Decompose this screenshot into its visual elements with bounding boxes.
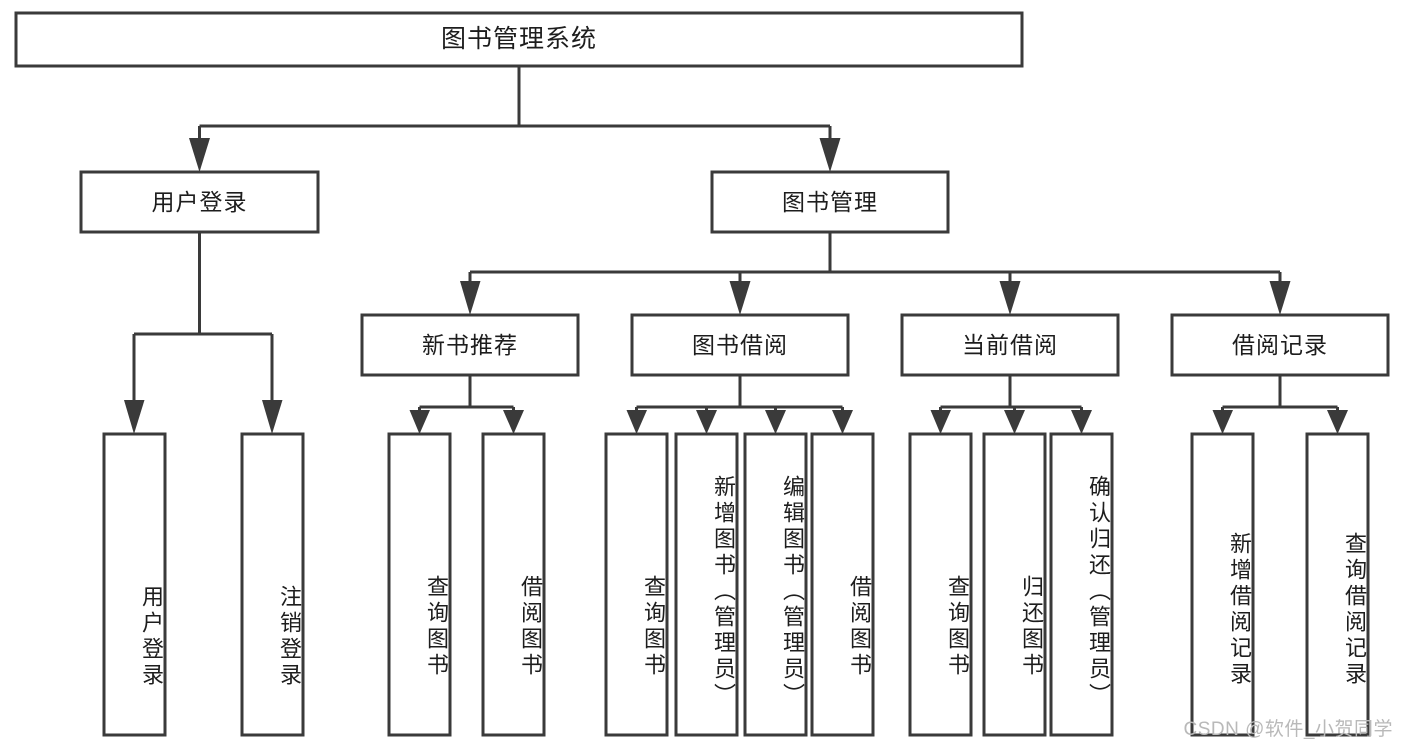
node-box-leaf-return-book[interactable]	[982, 432, 1047, 737]
connector-root-to-level2	[189, 66, 841, 172]
arrow-head-leaf-query-book-rec	[409, 410, 430, 434]
connector-current-borrow-to-leaves	[930, 375, 1092, 434]
arrow-head-current-borrow	[999, 281, 1021, 315]
arrow-head-leaf-query-book-current	[930, 410, 951, 434]
arrow-head-leaf-confirm-return-admin	[1071, 410, 1092, 434]
node-box-leaf-add-borrow-record[interactable]	[1190, 432, 1255, 737]
arrow-head-leaf-add-borrow-record	[1212, 410, 1233, 434]
arrow-head-leaf-query-borrow-record	[1327, 410, 1348, 434]
node-box-leaf-borrow-book[interactable]	[810, 432, 875, 737]
arrow-head-user-login	[189, 138, 210, 172]
arrow-head-leaf-edit-book-admin	[765, 410, 786, 434]
node-box-leaf-add-book-admin[interactable]	[674, 432, 739, 737]
arrow-head-leaf-borrow-book-rec	[503, 410, 524, 434]
watermark-text: CSDN @软件_小贺同学	[1183, 719, 1393, 740]
node-box-leaf-user-login[interactable]	[102, 432, 167, 737]
arrow-head-borrow-record	[1269, 281, 1291, 315]
node-box-book-manage[interactable]	[710, 170, 950, 234]
arrow-head-leaf-borrow-book	[832, 410, 853, 434]
node-box-current-borrow[interactable]	[900, 313, 1120, 377]
arrow-head-leaf-add-book-admin	[696, 410, 717, 434]
arrow-head-book-borrow	[729, 281, 751, 315]
node-box-new-book-rec[interactable]	[360, 313, 580, 377]
node-box-leaf-edit-book-admin[interactable]	[743, 432, 808, 737]
node-box-leaf-query-borrow-record[interactable]	[1305, 432, 1370, 737]
arrow-head-leaf-return-book	[1004, 410, 1025, 434]
arrow-head-leaf-query-book-borrow	[626, 410, 647, 434]
node-box-user-login[interactable]	[79, 170, 320, 234]
node-box-leaf-user-logout[interactable]	[240, 432, 305, 737]
connector-new-book-rec-to-leaves	[409, 375, 524, 434]
node-box-leaf-query-book-current[interactable]	[908, 432, 973, 737]
connector-borrow-record-to-leaves	[1212, 375, 1348, 434]
connector-book-borrow-to-leaves	[626, 375, 853, 434]
arrow-head-leaf-user-login	[124, 400, 145, 434]
arrow-head-leaf-user-logout	[262, 400, 283, 434]
node-box-borrow-record[interactable]	[1170, 313, 1390, 377]
node-box-leaf-query-book-rec[interactable]	[387, 432, 452, 737]
connector-book-manage-to-level3	[460, 232, 1291, 315]
node-box-root[interactable]	[14, 11, 1024, 68]
node-box-book-borrow[interactable]	[630, 313, 850, 377]
connector-user-login-to-leaves	[124, 232, 283, 434]
arrow-head-book-manage	[819, 138, 841, 172]
node-box-leaf-borrow-book-rec[interactable]	[481, 432, 546, 737]
node-box-leaf-query-book-borrow[interactable]	[604, 432, 669, 737]
arrow-head-new-book-rec	[460, 281, 481, 315]
node-box-leaf-confirm-return-admin[interactable]	[1049, 432, 1114, 737]
